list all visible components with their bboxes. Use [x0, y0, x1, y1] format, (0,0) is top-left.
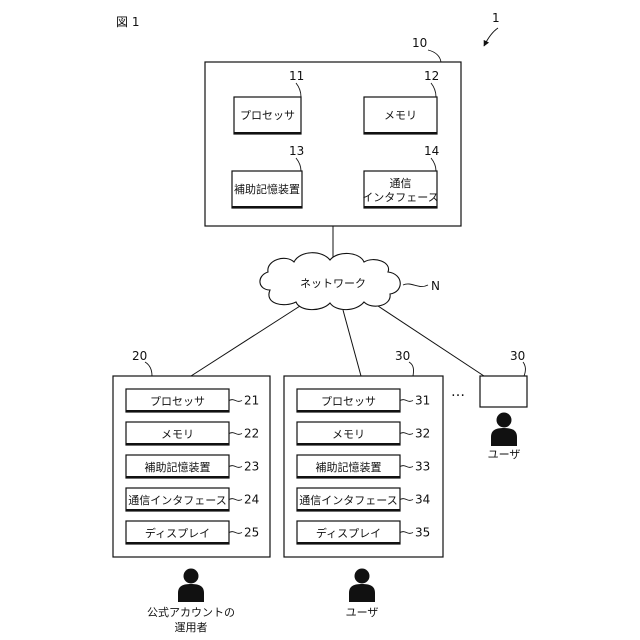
network-user-line	[343, 310, 361, 376]
operator-component-ref: 22	[244, 427, 259, 441]
user-component-label: メモリ	[332, 428, 365, 441]
server-comm-label-2: インタフェース	[362, 191, 438, 204]
server-ref-leader	[428, 50, 441, 62]
server-comm-shadow	[364, 206, 437, 209]
user-person-label: ユーザ	[346, 606, 379, 619]
network-ref-leader	[403, 284, 428, 287]
operator-terminal-ref: 20	[132, 349, 147, 363]
operator-person-label-1: 公式アカウントの	[147, 606, 235, 619]
server-ref: 10	[412, 36, 427, 50]
operator-person-label-2: 運用者	[175, 621, 208, 634]
user-component-label: 通信インタフェース	[299, 494, 397, 507]
server-memory-ref: 12	[424, 69, 439, 83]
server-memory-shadow	[364, 132, 437, 135]
server-block: 10 プロセッサ 11 メモリ 12 補助記憶装置 13 通信 インタフェース …	[205, 36, 461, 226]
operator-component-shadow	[126, 542, 229, 545]
server-processor-ref: 11	[289, 69, 304, 83]
user-component-ref: 31	[415, 394, 430, 408]
operator-component-ref: 24	[244, 493, 259, 507]
user-component-shadow	[297, 443, 400, 446]
operator-component-shadow	[126, 443, 229, 446]
user-component-ref: 35	[415, 526, 430, 540]
other-user-terminal-block: 30	[480, 349, 527, 407]
network-ref: N	[431, 279, 440, 293]
ellipsis: …	[451, 384, 465, 400]
other-user-terminal-ref-leader	[523, 362, 525, 376]
user-terminal-ref: 30	[395, 349, 410, 363]
operator-person-icon	[178, 569, 204, 603]
user-component-shadow	[297, 542, 400, 545]
other-user-person-label: ユーザ	[488, 448, 521, 461]
operator-component-ref: 21	[244, 394, 259, 408]
other-user-person-icon	[491, 413, 517, 447]
user-component-shadow	[297, 509, 400, 512]
server-memory-label: メモリ	[384, 109, 417, 122]
user-component-label: プロセッサ	[321, 395, 376, 408]
operator-component-shadow	[126, 476, 229, 479]
system-ref-label: 1	[492, 11, 500, 25]
user-component-ref: 32	[415, 427, 430, 441]
user-component-label: 補助記憶装置	[316, 460, 382, 474]
user-component-shadow	[297, 476, 400, 479]
network-other-user-line	[378, 306, 484, 376]
user-component-shadow	[297, 410, 400, 413]
network-cloud: ネットワーク N	[260, 253, 440, 310]
server-comm-ref: 14	[424, 144, 439, 158]
operator-component-label: ディスプレイ	[145, 526, 210, 540]
network-label: ネットワーク	[300, 277, 366, 290]
user-component-ref: 34	[415, 493, 430, 507]
operator-component-ref: 25	[244, 526, 259, 540]
operator-component-label: 補助記憶装置	[145, 460, 211, 474]
user-component-ref: 33	[415, 460, 430, 474]
server-storage-shadow	[232, 206, 302, 209]
figure-label: 図 1	[116, 15, 139, 29]
operator-component-label: 通信インタフェース	[128, 494, 226, 507]
operator-component-label: プロセッサ	[150, 395, 205, 408]
other-user-terminal-ref: 30	[510, 349, 525, 363]
operator-component-ref: 23	[244, 460, 259, 474]
other-user-terminal-frame	[480, 376, 527, 407]
server-comm-label-1: 通信	[390, 177, 412, 190]
server-processor-shadow	[234, 132, 301, 135]
server-storage-ref: 13	[289, 144, 304, 158]
operator-component-shadow	[126, 509, 229, 512]
operator-component-shadow	[126, 410, 229, 413]
operator-terminal-ref-leader	[145, 362, 152, 376]
system-ref-arrow	[484, 28, 498, 46]
server-processor-label: プロセッサ	[240, 109, 295, 122]
operator-component-label: メモリ	[161, 428, 194, 441]
user-component-label: ディスプレイ	[316, 526, 381, 540]
server-storage-label: 補助記憶装置	[234, 182, 300, 196]
user-terminal-ref-leader	[409, 362, 414, 376]
network-operator-line	[191, 306, 300, 376]
user-person-icon	[349, 569, 375, 603]
